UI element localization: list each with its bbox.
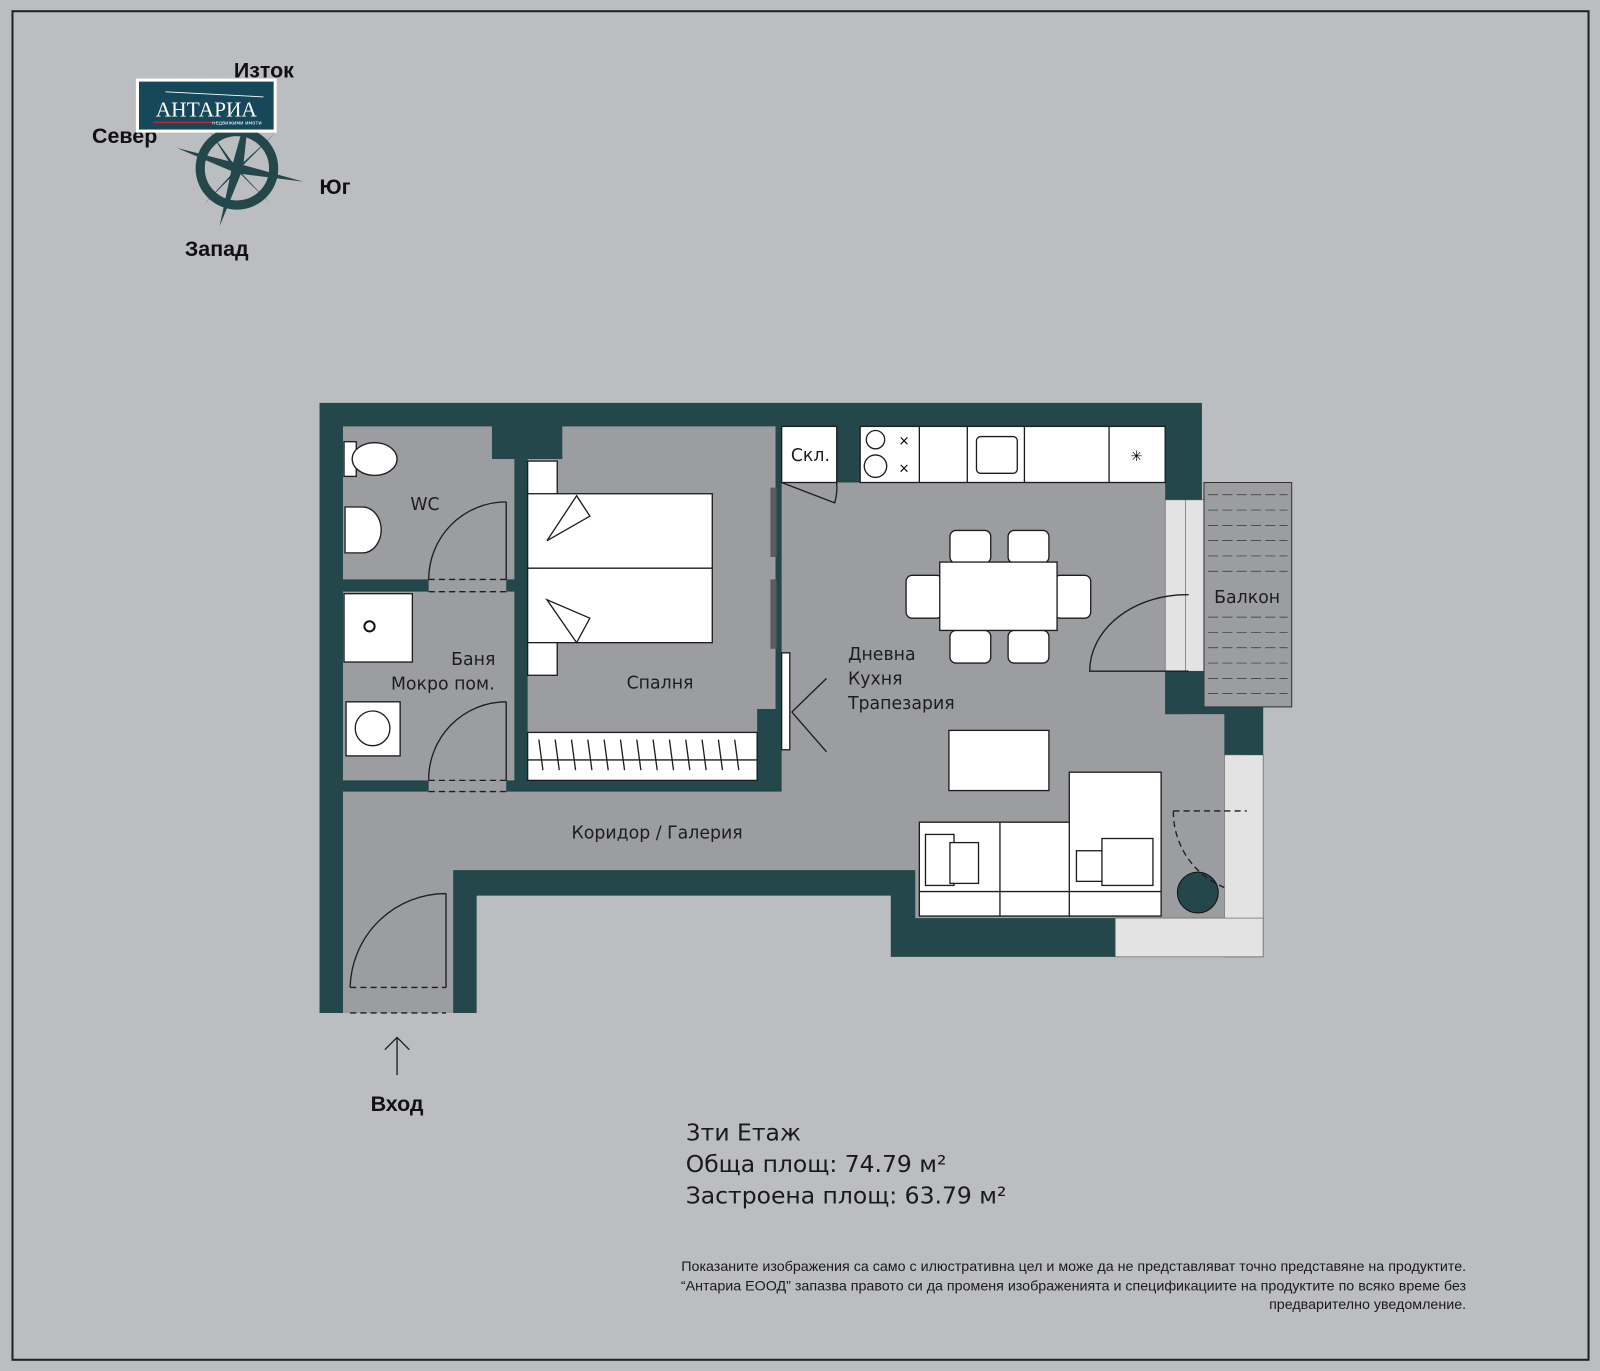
antaria-logo: АНТАРИА недвижими имоти bbox=[135, 78, 277, 133]
room-label-kitchen: Кухня bbox=[848, 669, 903, 689]
stove-icon bbox=[865, 429, 886, 450]
entrance-arrow-icon bbox=[384, 1036, 410, 1076]
svg-text:×: × bbox=[898, 461, 909, 476]
balcony bbox=[1203, 481, 1293, 708]
compass-west-label: Запад bbox=[185, 237, 249, 261]
room-label-living: Дневна bbox=[848, 645, 916, 665]
room-label-bedroom: Спалня bbox=[627, 674, 694, 694]
disclaimer-line-3: предварително уведомление. bbox=[1269, 1297, 1466, 1313]
svg-text:×: × bbox=[898, 434, 909, 449]
kitchen-sink-icon bbox=[975, 435, 1018, 474]
sofa bbox=[918, 771, 1162, 917]
wardrobe bbox=[526, 731, 758, 782]
floor-level: 3ти Етаж bbox=[686, 1118, 801, 1146]
room-label-corridor: Коридор / Галерия bbox=[572, 824, 743, 844]
toilet-icon bbox=[351, 442, 398, 477]
logo-name: АНТАРИА bbox=[156, 97, 258, 121]
room-label-balcony: Балкон bbox=[1214, 588, 1280, 608]
wc-door-swing bbox=[428, 501, 507, 580]
frame-border bbox=[11, 10, 1590, 1361]
entrance-label: Вход bbox=[371, 1092, 424, 1116]
room-label-dining: Трапезария bbox=[847, 694, 955, 714]
room-label-storage: Скл. bbox=[791, 446, 830, 466]
shower-drain-icon bbox=[363, 620, 376, 633]
shower-tray bbox=[343, 593, 414, 663]
compass-east-label: Изток bbox=[234, 59, 294, 83]
fridge-icon: ✳ bbox=[1131, 449, 1143, 465]
logo-tagline: недвижими имоти bbox=[212, 120, 262, 126]
built-area: Застроена площ: 63.79 м² bbox=[686, 1182, 1007, 1210]
dining-table bbox=[905, 529, 1092, 664]
room-label-wc: WC bbox=[410, 495, 439, 515]
sliding-door bbox=[791, 677, 828, 753]
plant-icon bbox=[1176, 871, 1219, 914]
sink-icon bbox=[344, 506, 382, 554]
window-balcony bbox=[1164, 499, 1205, 672]
disclaimer-line-1: Показаните изображения са само с илюстра… bbox=[681, 1259, 1466, 1275]
compass-south-label: Юг bbox=[320, 175, 351, 199]
total-area: Обща площ: 74.79 м² bbox=[686, 1150, 947, 1178]
room-label-bath-wet: Мокро пом. bbox=[391, 675, 495, 695]
disclaimer-line-2: “Антариа ЕООД” запазва правото си да про… bbox=[681, 1278, 1466, 1294]
storage-closet bbox=[780, 425, 838, 484]
entrance-door-swing bbox=[349, 892, 447, 988]
kitchen-island bbox=[948, 729, 1050, 792]
window-bottom bbox=[1114, 917, 1264, 958]
bath-door-swing bbox=[428, 701, 507, 781]
room-label-bath: Баня bbox=[451, 650, 495, 670]
balcony-door-swing bbox=[1089, 594, 1189, 672]
